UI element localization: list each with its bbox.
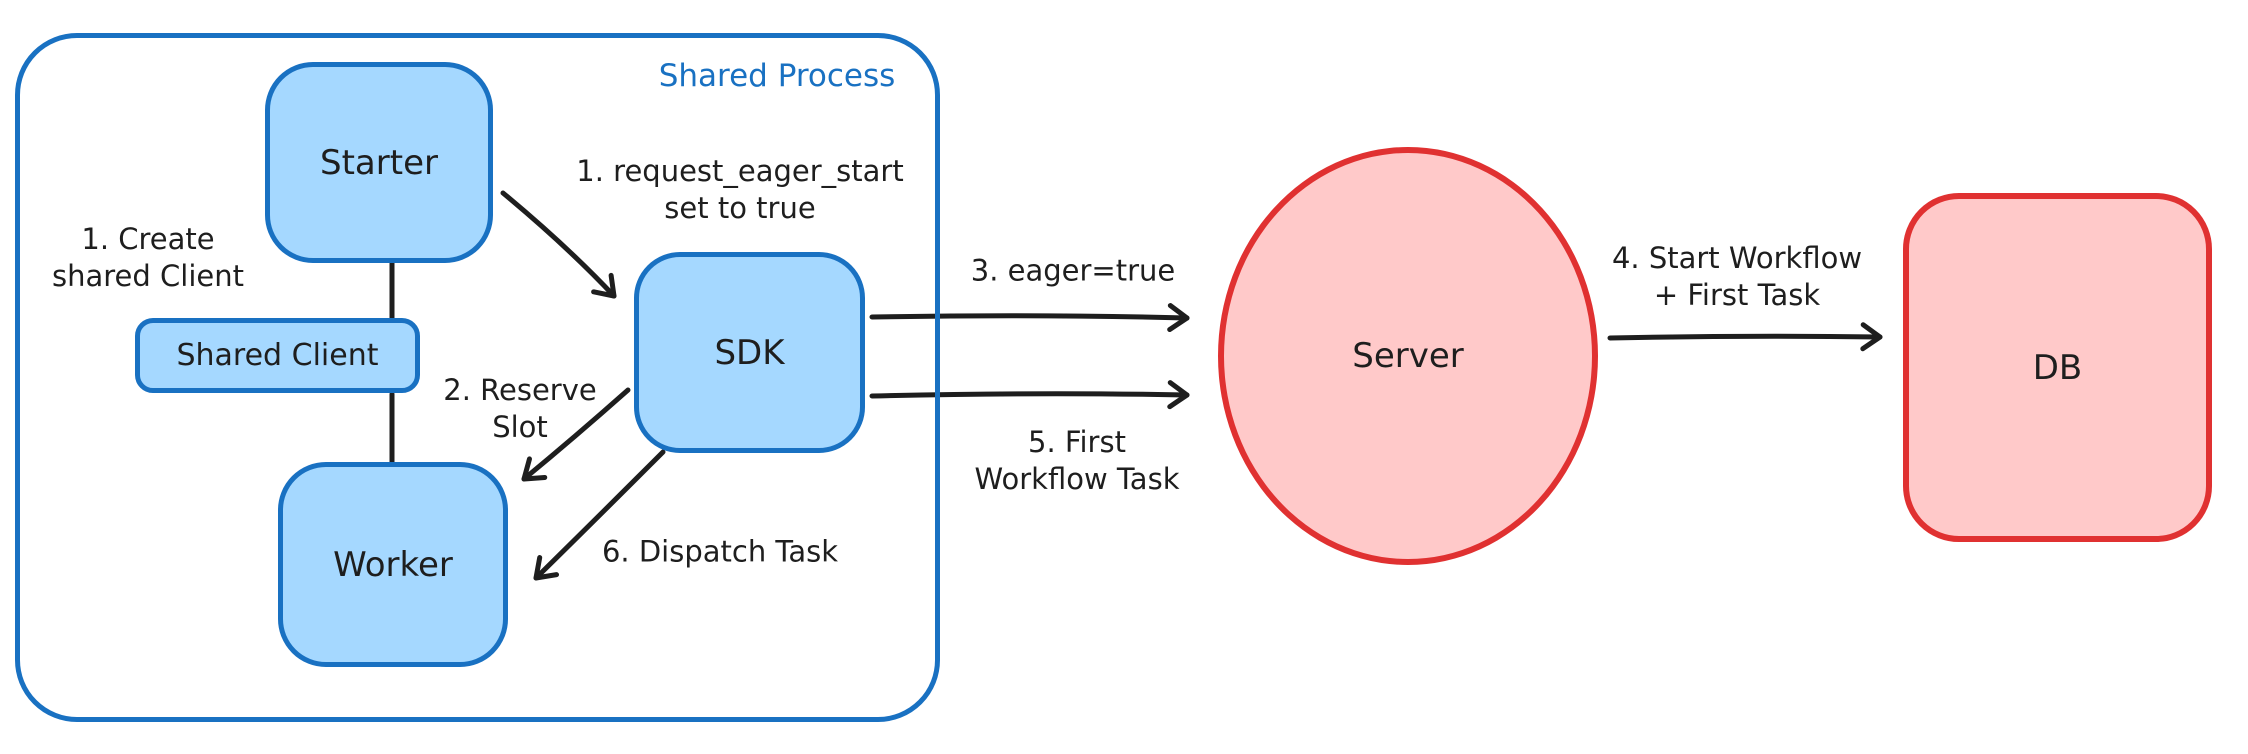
node-db: DB <box>1903 193 2212 542</box>
node-shared-client: Shared Client <box>135 318 420 393</box>
node-worker-label: Worker <box>333 544 453 585</box>
annotation-reserve-slot: 2. Reserve Slot <box>443 372 597 444</box>
shared-process-container <box>15 33 940 722</box>
arrow-dispatch-task <box>533 449 666 581</box>
node-server: Server <box>1218 147 1598 565</box>
arrow-request-eager-start <box>500 190 617 299</box>
annotation-request-eager-start: 1. request_eager_start set to true <box>576 153 904 225</box>
annotation-create-shared-client: 1. Create shared Client <box>52 221 244 293</box>
node-db-label: DB <box>2032 347 2083 388</box>
annotation-dispatch-task: 6. Dispatch Task <box>601 534 839 569</box>
annotation-start-workflow: 4. Start Workflow + First Task <box>1611 240 1863 312</box>
node-sdk: SDK <box>634 252 865 453</box>
annotation-first-workflow-task: 5. First Workflow Task <box>974 424 1180 496</box>
arrow-start-workflow <box>1607 322 1883 352</box>
node-shared-client-label: Shared Client <box>176 338 379 373</box>
arrow-reserve-slot <box>521 387 631 482</box>
node-server-label: Server <box>1352 336 1464 376</box>
node-worker: Worker <box>278 462 508 667</box>
node-sdk-label: SDK <box>714 332 785 373</box>
node-starter-label: Starter <box>320 142 438 183</box>
shared-process-label: Shared Process <box>658 58 896 94</box>
node-starter: Starter <box>265 62 493 263</box>
arrow-first-workflow-task <box>869 380 1190 410</box>
arrow-eager-true <box>869 303 1190 333</box>
annotation-eager-true: 3. eager=true <box>970 253 1176 288</box>
